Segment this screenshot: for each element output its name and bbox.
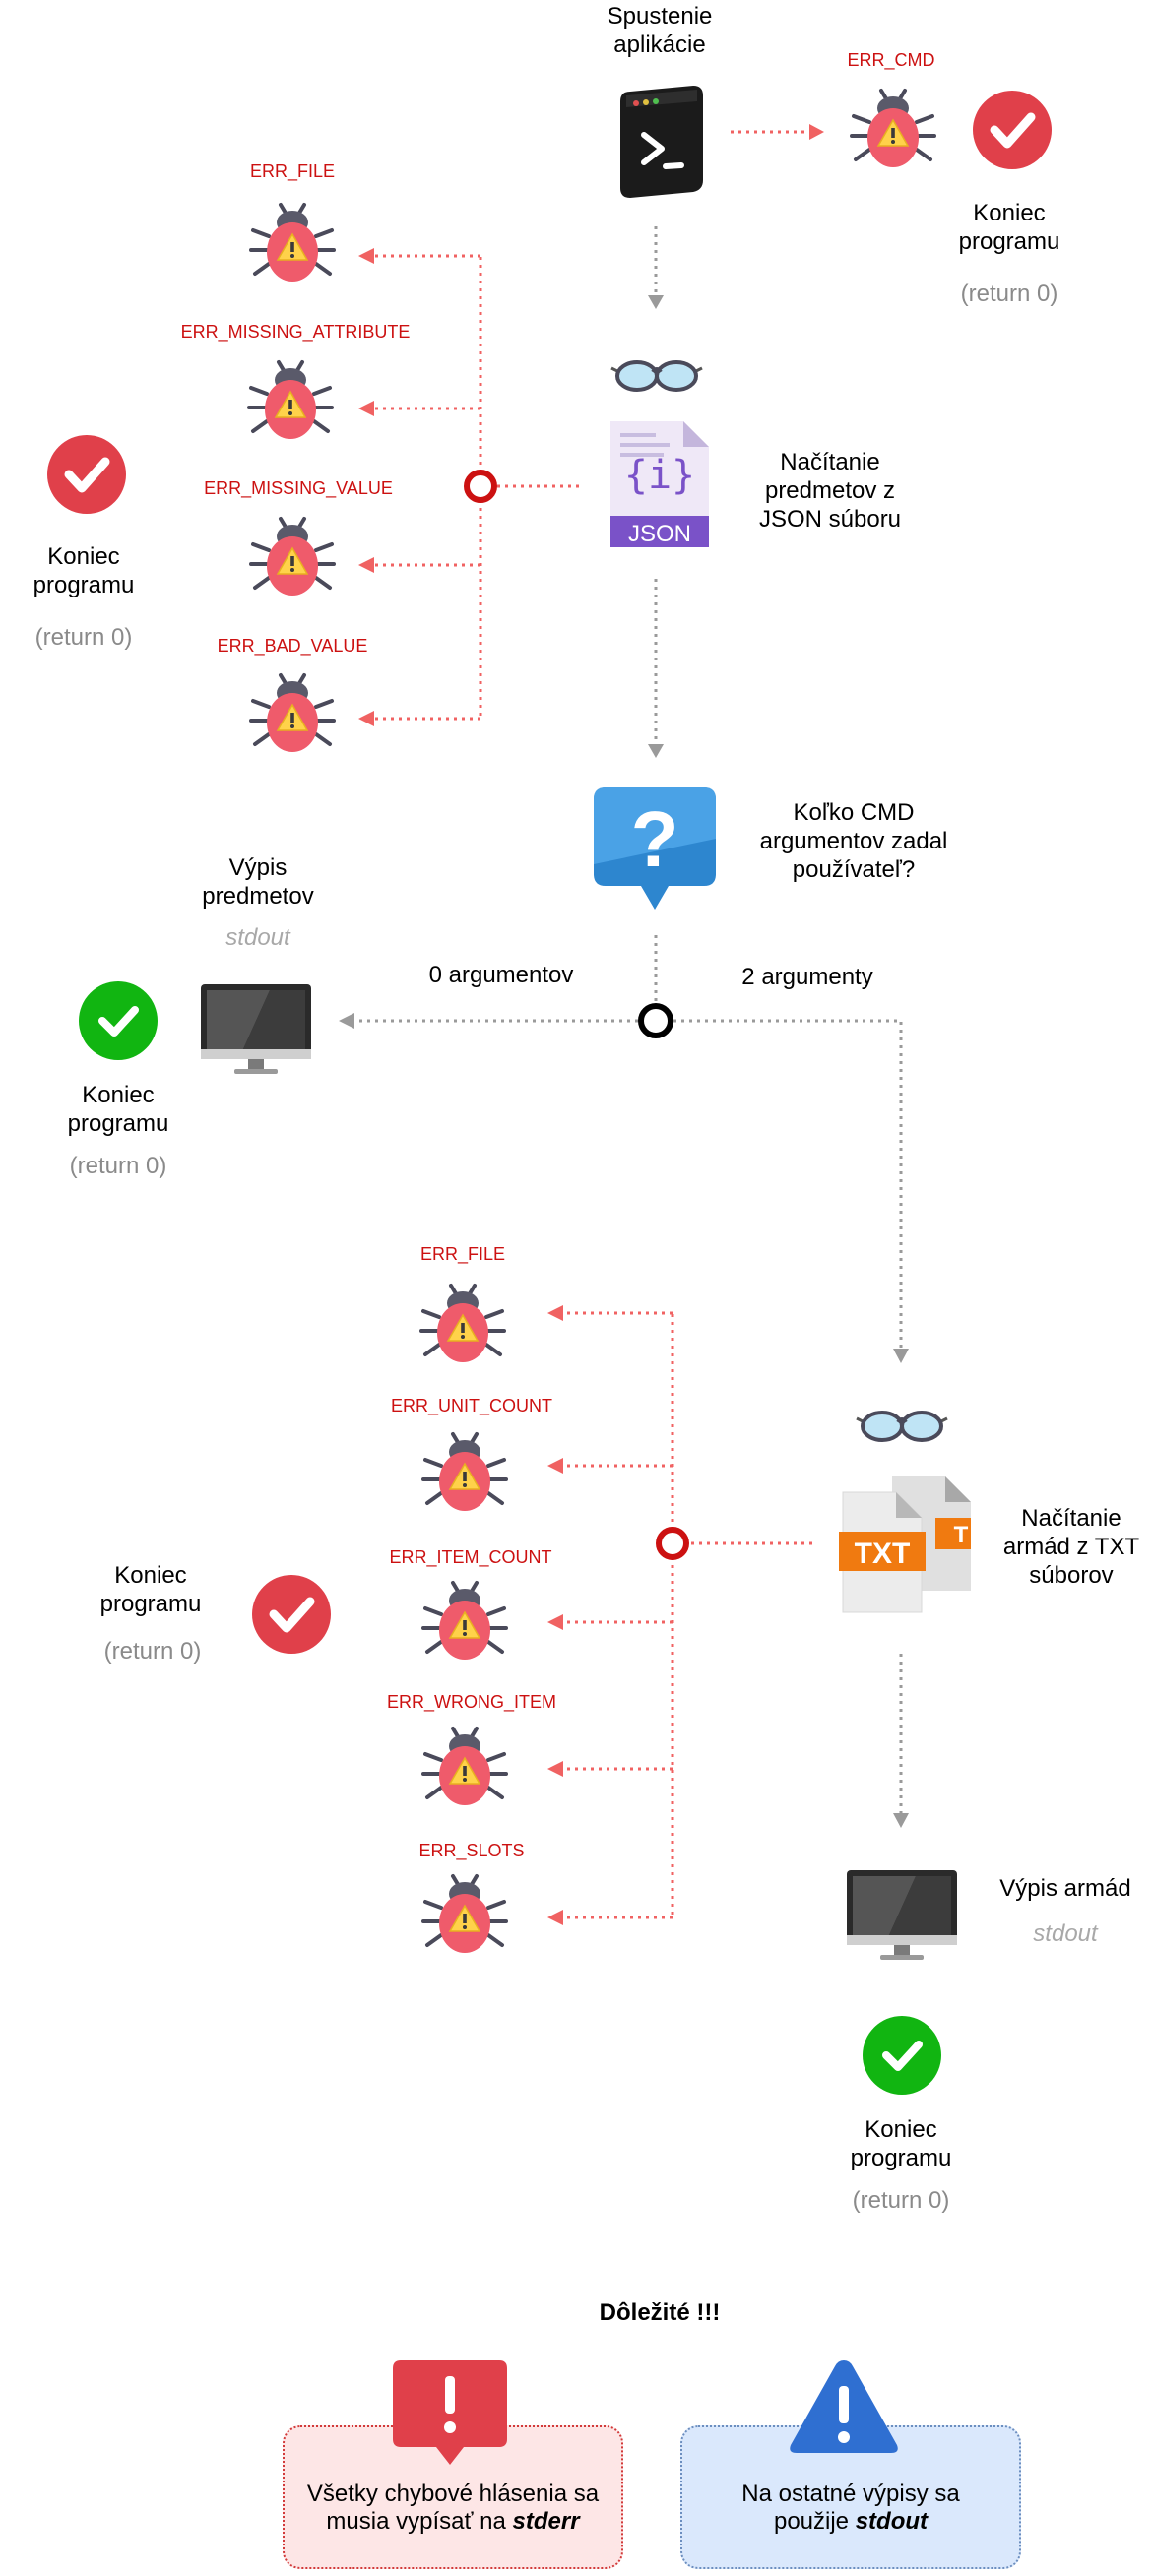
txt-error-label-2: ERR_UNIT_COUNT: [391, 1396, 552, 1416]
txt-icon-label: TXT: [855, 1538, 911, 1570]
end-items-line2: programu: [68, 1110, 169, 1137]
end-left-return: (return 0): [35, 624, 133, 651]
end-final-return: (return 0): [853, 2187, 950, 2214]
question-line3: používateľ?: [793, 856, 915, 883]
svg-text:T: T: [954, 1522, 969, 1548]
err-cmd-label: ERR_CMD: [847, 50, 934, 71]
stderr-note-line1: Všetky chybové hlásenia sa: [306, 2481, 600, 2507]
txt-files-icon: T TXT: [839, 1476, 971, 1613]
txt-error-label-3: ERR_ITEM_COUNT: [389, 1547, 551, 1568]
red-arrowheads: [358, 124, 824, 1925]
end-items-green-check-icon: [79, 981, 158, 1060]
start-label-line1: Spustenie: [608, 3, 713, 30]
end-final-line1: Koniec: [865, 2116, 936, 2143]
json-glasses-icon: [609, 360, 704, 392]
txt-step-line2: armád z TXT: [1003, 1534, 1140, 1560]
json-step-line2: predmetov z: [765, 477, 895, 504]
txt-error-label-4: ERR_WRONG_ITEM: [387, 1692, 556, 1713]
stderr-note: Všetky chybové hlásenia sa musia vypísať…: [283, 2425, 623, 2569]
txt-glasses-icon: [855, 1411, 949, 1442]
print-armies-stream: stdout: [1033, 1920, 1099, 1947]
end-txt-left-line2: programu: [100, 1591, 202, 1617]
txt-error-label-5: ERR_SLOTS: [418, 1841, 524, 1861]
json-error-label-4: ERR_BAD_VALUE: [218, 636, 368, 657]
end-red-check-icon: [973, 91, 1052, 169]
gray-arrowheads: [339, 295, 909, 1828]
txt-error-bug-icon-3: [421, 1581, 508, 1662]
json-step-line1: Načítanie: [780, 449, 879, 475]
json-error-bug-icon-3: [249, 517, 336, 597]
end-txt-left-red-check-icon: [252, 1575, 331, 1654]
stderr-word: stderr: [512, 2508, 580, 2535]
txt-error-bug-icon-5: [421, 1874, 508, 1955]
end-txt-left-line1: Koniec: [114, 1562, 186, 1589]
print-items-stream: stdout: [225, 924, 291, 951]
branch-zero-args-label: 0 argumentov: [429, 962, 574, 988]
txt-step-line1: Načítanie: [1021, 1505, 1121, 1532]
svg-text:{i}: {i}: [624, 453, 695, 498]
svg-text:?: ?: [631, 795, 679, 883]
txt-error-label-1: ERR_FILE: [420, 1244, 505, 1265]
end-left-line1: Koniec: [47, 543, 119, 570]
json-error-label-1: ERR_FILE: [250, 161, 335, 182]
question-icon: ?: [594, 787, 716, 910]
gray-flow-arrows: [352, 226, 903, 1814]
err-cmd-bug-icon: [850, 89, 936, 169]
end-items-line1: Koniec: [82, 1082, 154, 1108]
txt-error-bug-icon-1: [419, 1284, 506, 1364]
important-title: Dôležité !!!: [600, 2299, 721, 2326]
stdout-word: stdout: [855, 2508, 929, 2535]
print-armies-line1: Výpis armád: [999, 1875, 1130, 1902]
json-error-bug-icon-2: [247, 360, 334, 441]
txt-error-junction: [656, 1527, 689, 1560]
txt-error-bug-icon-2: [421, 1432, 508, 1513]
print-armies-monitor-icon: [847, 1870, 957, 1960]
txt-error-bug-icon-4: [421, 1727, 508, 1807]
json-error-junction: [464, 470, 497, 503]
json-step-line3: JSON súboru: [759, 506, 901, 533]
branch-two-args-label: 2 argumenty: [741, 964, 872, 990]
end-top-right-return: (return 0): [961, 281, 1058, 307]
json-icon-label: JSON: [628, 521, 691, 547]
question-line2: argumentov zadal: [760, 828, 948, 854]
txt-step-line3: súborov: [1029, 1562, 1113, 1589]
json-file-icon: {i} JSON: [610, 421, 709, 547]
question-line1: Koľko CMD: [793, 799, 914, 826]
json-error-bug-icon-1: [249, 203, 336, 283]
end-left-line2: programu: [33, 572, 135, 598]
json-error-bug-icon-4: [249, 673, 336, 754]
end-top-right-line1: Koniec: [973, 200, 1045, 226]
json-error-label-3: ERR_MISSING_VALUE: [204, 478, 393, 499]
print-items-line1: Výpis: [229, 854, 288, 881]
stdout-note: Na ostatné výpisy sa použije stdout: [680, 2425, 1021, 2569]
stderr-note-line2: musia vypísať na: [326, 2508, 506, 2535]
end-top-right-line2: programu: [959, 228, 1060, 255]
end-final-green-check-icon: [863, 2016, 941, 2095]
end-left-red-check-icon: [47, 435, 126, 514]
end-txt-left-return: (return 0): [104, 1638, 202, 1665]
print-items-monitor-icon: [201, 984, 311, 1074]
print-items-line2: predmetov: [202, 883, 313, 910]
end-items-return: (return 0): [70, 1153, 167, 1179]
json-error-label-2: ERR_MISSING_ATTRIBUTE: [181, 322, 411, 343]
stdout-note-line2: použije: [773, 2508, 850, 2535]
start-label-line2: aplikácie: [613, 31, 705, 58]
terminal-icon: [620, 86, 703, 198]
end-final-line2: programu: [851, 2145, 952, 2171]
stdout-note-line1: Na ostatné výpisy sa: [741, 2481, 960, 2507]
red-error-arrows: [372, 130, 812, 1919]
args-decision-junction: [638, 1003, 673, 1038]
